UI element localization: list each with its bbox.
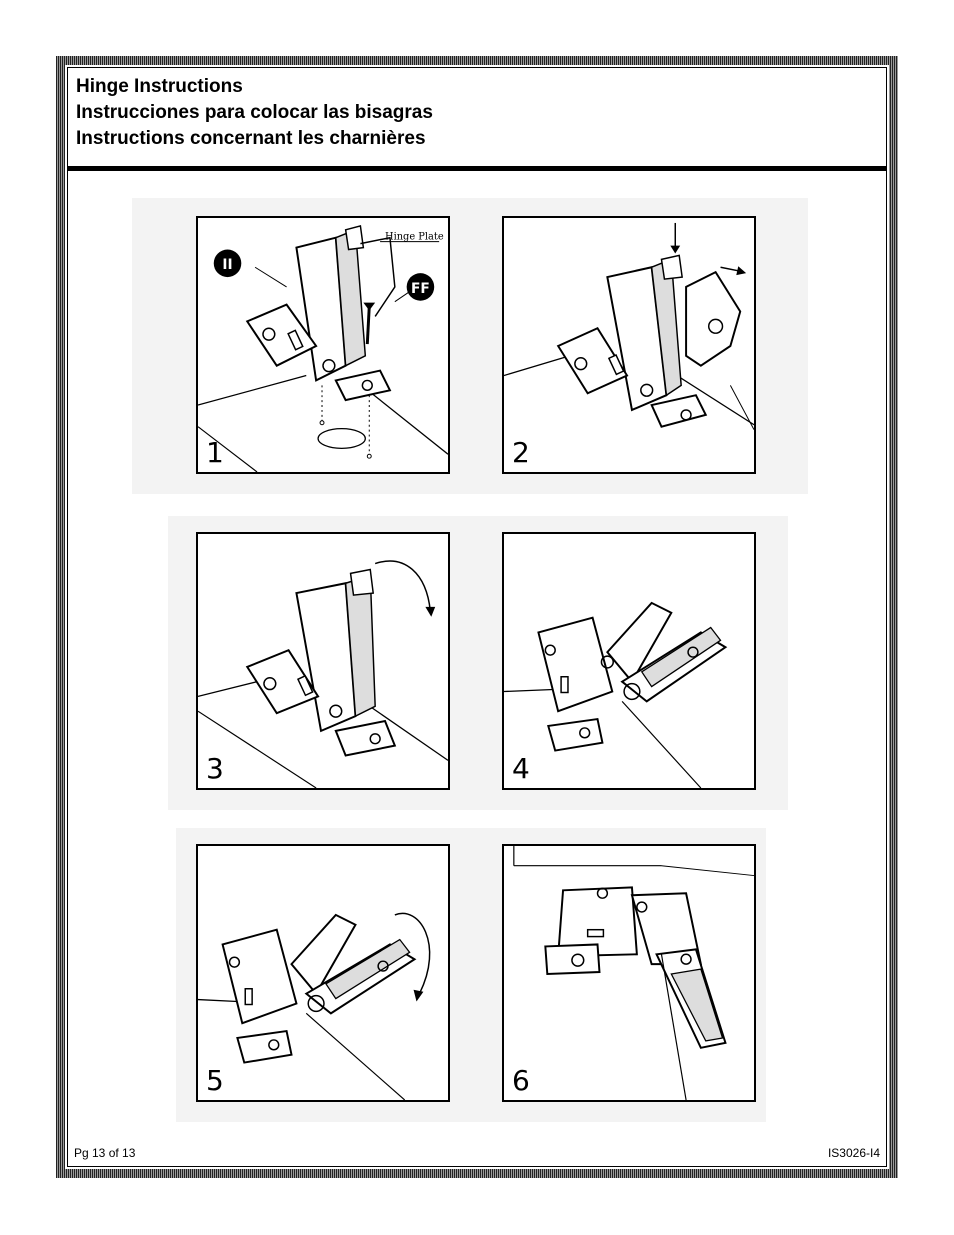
step-4-number: 4: [512, 752, 530, 785]
step-3-number: 3: [206, 752, 224, 785]
step-6-panel: 6: [502, 844, 756, 1102]
header-rule: [68, 166, 886, 171]
document-id: IS3026-I4: [827, 1146, 880, 1160]
step-2-illustration: [504, 222, 754, 430]
badge-ii-label: II: [222, 257, 232, 273]
title-english: Hinge Instructions: [76, 76, 243, 97]
step-1-number: 1: [206, 436, 224, 469]
right-arrow-icon: [736, 266, 747, 276]
curved-arrow-icon: [425, 606, 436, 617]
step-4-panel: 4: [502, 532, 756, 790]
step-1-panel: II FF Hinge Plate 1: [196, 216, 450, 474]
step-3-panel: 3: [196, 532, 450, 790]
step-2-number: 2: [512, 436, 530, 469]
step-1-illustration: II FF Hinge Plate: [198, 224, 448, 472]
title-spanish: Instrucciones para colocar las bisagras: [76, 102, 433, 123]
step-5-number: 5: [206, 1064, 224, 1097]
down-arrow-icon: [670, 245, 681, 254]
title-french: Instructions concernant les charnières: [76, 128, 426, 149]
hinge-plate-callout: Hinge Plate: [385, 232, 444, 243]
header: Hinge Instructions Instrucciones para co…: [76, 74, 876, 152]
step-6-number: 6: [512, 1064, 530, 1097]
step-2-panel: 2: [502, 216, 756, 474]
page-frame: Hinge Instructions Instrucciones para co…: [56, 56, 898, 1178]
page-number: Pg 13 of 13: [74, 1146, 136, 1160]
badge-ii-icon: [213, 249, 242, 278]
step-3-illustration: [198, 560, 448, 788]
curved-arrow-icon: [413, 989, 424, 1002]
step-5-panel: 5: [196, 844, 450, 1102]
step-6-illustration: [513, 846, 754, 1100]
step-4-illustration: [504, 601, 728, 788]
badge-ff-label: FF: [411, 281, 430, 297]
page-content: Hinge Instructions Instrucciones para co…: [67, 67, 887, 1167]
badge-ff-icon: [406, 273, 435, 301]
step-5-illustration: [198, 912, 431, 1100]
